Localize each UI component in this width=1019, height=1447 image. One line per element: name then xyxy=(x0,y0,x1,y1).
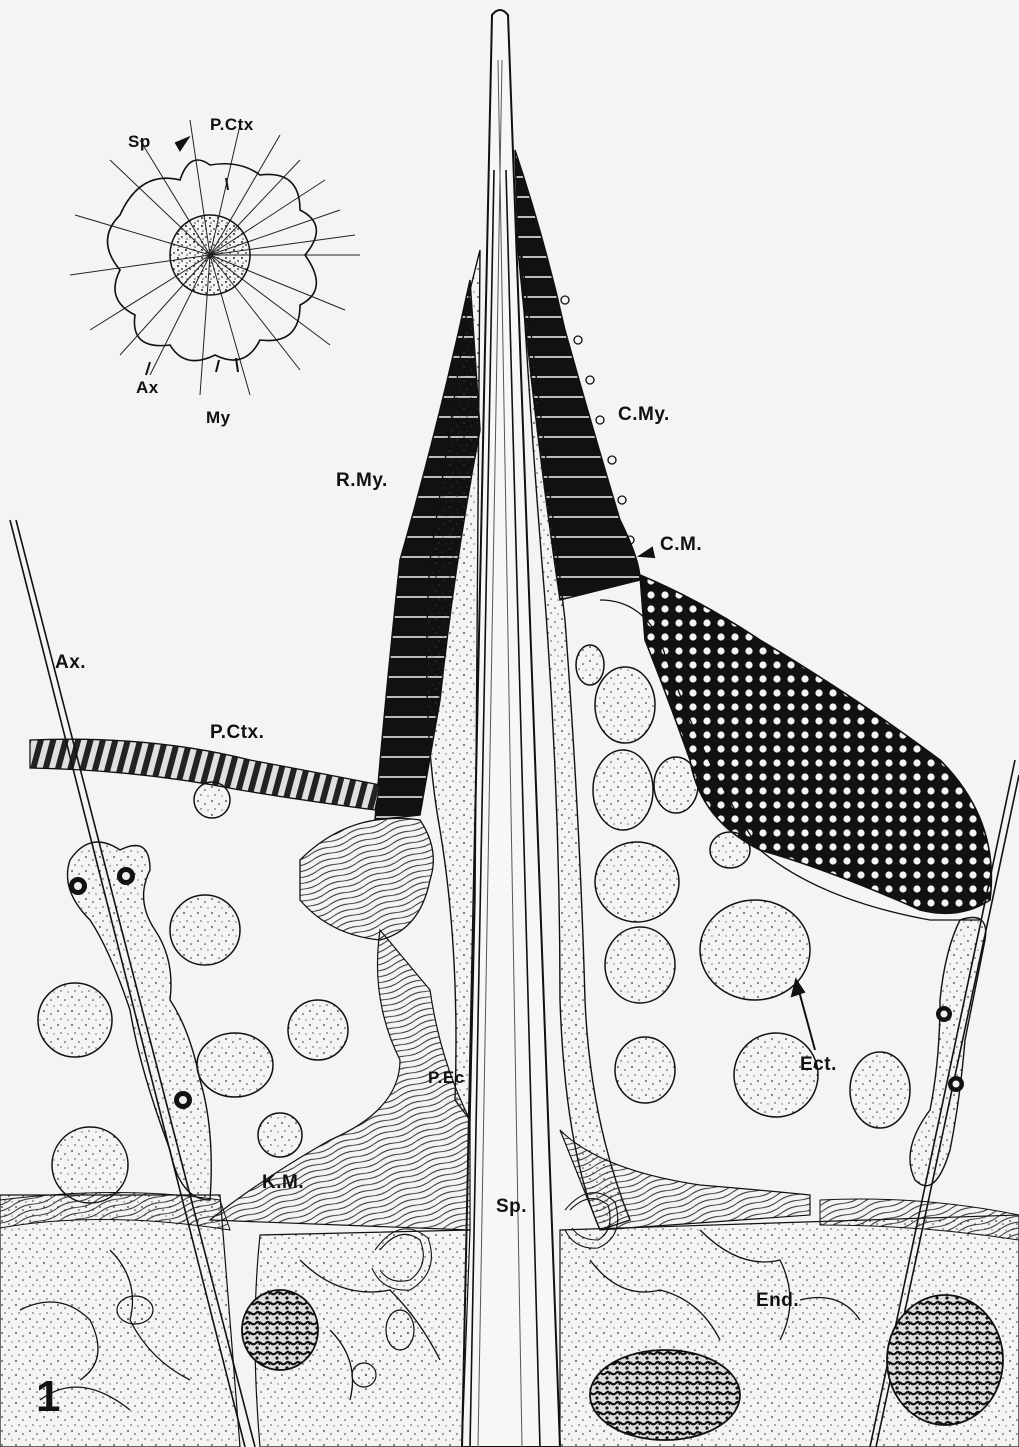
label-endoplasm: End. xyxy=(756,1290,799,1312)
label-spine: Sp. xyxy=(496,1196,527,1218)
inset-label-axopod: Ax xyxy=(136,378,159,398)
label-knot-myoneme: K.M. xyxy=(262,1172,304,1194)
label-peripheral-cortex: P.Ctx. xyxy=(210,722,264,744)
label-peripheral-ectoplasm: P.Ec xyxy=(428,1068,465,1088)
inset-label-peripheral-cortex: P.Ctx xyxy=(210,115,254,135)
label-ectoplasm: Ect. xyxy=(800,1054,837,1076)
label-axopod: Ax. xyxy=(55,652,86,674)
inset-label-spine: Sp xyxy=(128,132,151,152)
inset-cell-sketch xyxy=(70,120,360,395)
inset-label-myoneme: My xyxy=(206,408,231,428)
label-contractile-mesh: C.M. xyxy=(660,534,702,556)
figure-number: 1 xyxy=(36,1372,60,1422)
label-radial-myoneme: R.My. xyxy=(336,470,388,492)
label-contractile-myoneme: C.My. xyxy=(618,404,670,426)
